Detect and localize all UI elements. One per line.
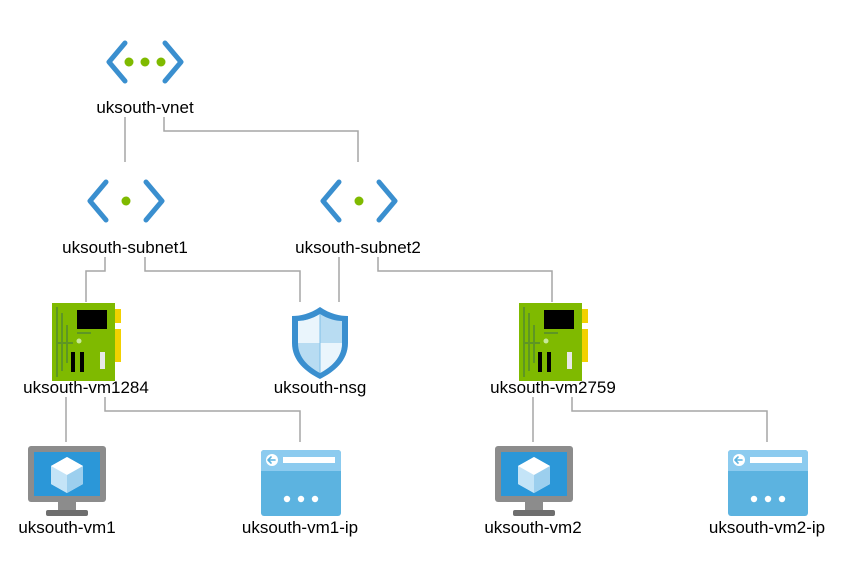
- node-subnet1-label: uksouth-subnet1: [62, 238, 188, 257]
- node-nic1-label: uksouth-vm1284: [23, 378, 149, 397]
- node-ip2-label: uksouth-vm2-ip: [708, 518, 826, 537]
- node-subnet1[interactable]: [86, 179, 166, 223]
- network-interface-icon: [52, 303, 121, 381]
- connector-nic1-ip1: [104, 397, 301, 442]
- node-vm1-label: uksouth-vm1: [18, 518, 116, 537]
- virtual-network-icon: [106, 40, 184, 84]
- connector-subnet2-nic2: [377, 257, 553, 302]
- node-nsg[interactable]: [290, 305, 350, 381]
- node-subnet2-label: uksouth-subnet2: [295, 238, 421, 257]
- node-vm1[interactable]: [28, 446, 106, 518]
- subnet-icon: [87, 179, 165, 223]
- node-vm2[interactable]: [495, 446, 573, 518]
- connector-subnet1-nsg: [144, 257, 301, 302]
- network-interface-icon: [519, 303, 588, 381]
- node-vnet[interactable]: [105, 40, 185, 84]
- public-ip-icon: [261, 450, 341, 516]
- node-ip2[interactable]: [728, 450, 808, 516]
- node-ip1-label: uksouth-vm1-ip: [241, 518, 359, 537]
- network-security-group-icon: [292, 307, 348, 379]
- virtual-machine-icon: [28, 446, 106, 516]
- node-nic2-label: uksouth-vm2759: [490, 378, 616, 397]
- connector-vnet-subnet2: [163, 117, 359, 162]
- public-ip-icon: [728, 450, 808, 516]
- node-vm2-label: uksouth-vm2: [484, 518, 582, 537]
- connector-subnet1-nic1: [85, 257, 106, 302]
- node-subnet2[interactable]: [319, 179, 399, 223]
- node-ip1[interactable]: [261, 450, 341, 516]
- virtual-machine-icon: [495, 446, 573, 516]
- node-nsg-label: uksouth-nsg: [273, 378, 367, 397]
- node-nic2[interactable]: [518, 303, 592, 381]
- node-vnet-label: uksouth-vnet: [96, 98, 194, 117]
- node-nic1[interactable]: [51, 303, 125, 381]
- connector-nic2-ip2: [571, 397, 768, 442]
- subnet-icon: [320, 179, 398, 223]
